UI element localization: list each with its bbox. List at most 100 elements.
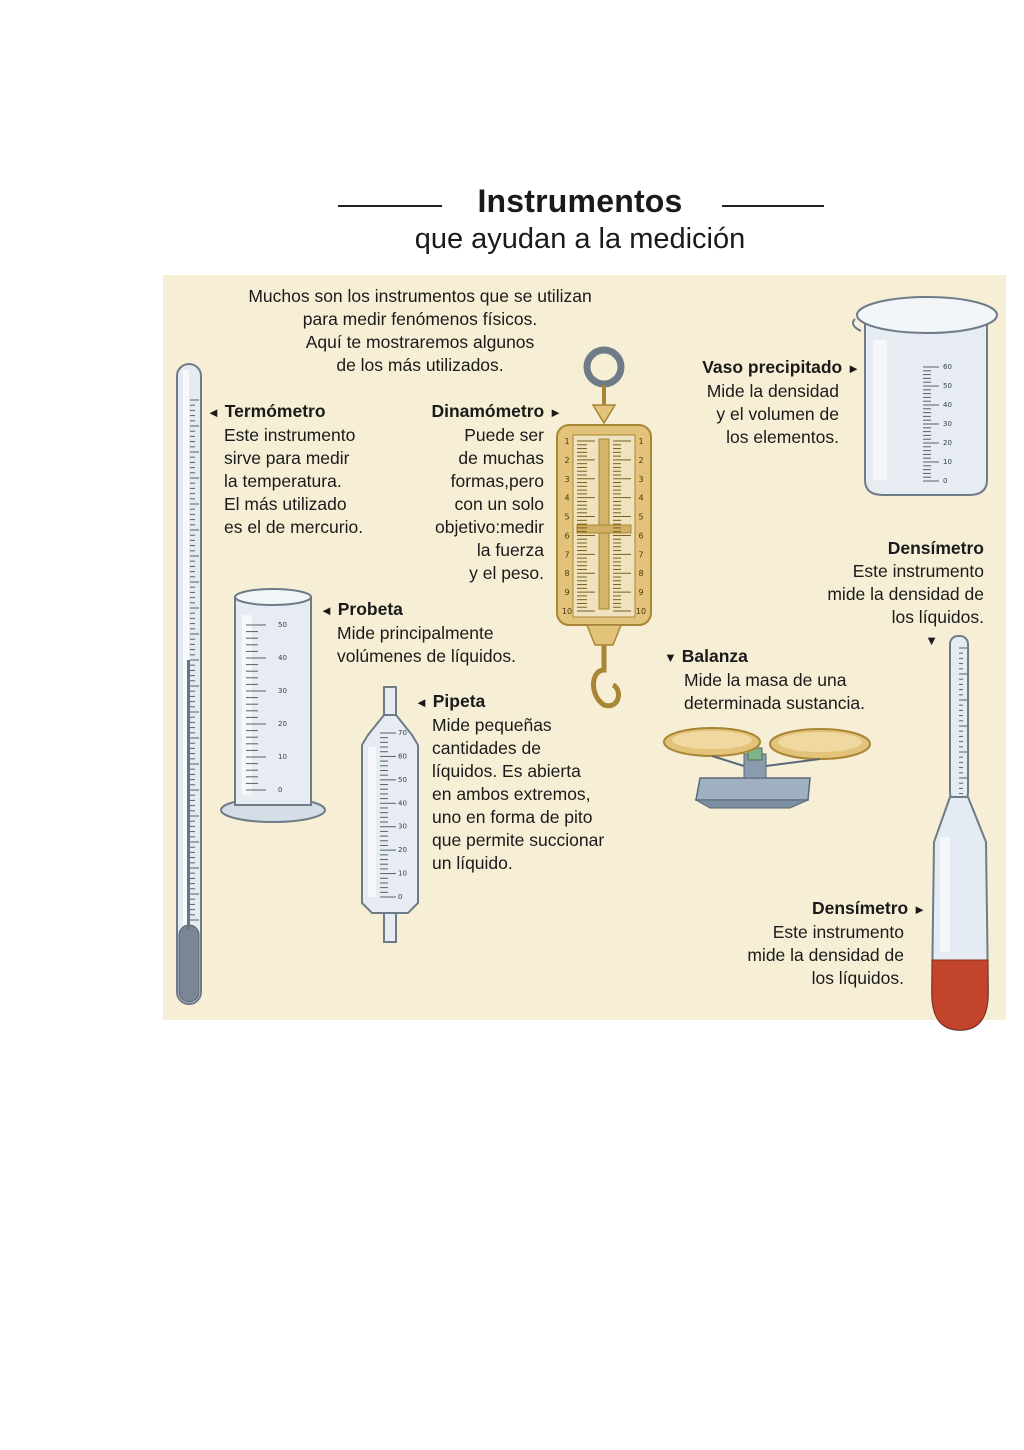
vaso-heading: Vaso precipitado ► xyxy=(640,356,860,380)
termometro-heading: ◄ Termómetro xyxy=(207,400,363,424)
scale-label: 10 xyxy=(562,607,572,616)
densimetro-lower-line: mide la densidad de xyxy=(747,945,904,965)
densimetro-upper-line: los líquidos. xyxy=(891,607,984,627)
dinamometro-line: la fuerza xyxy=(476,540,544,560)
intro-line: Aquí te mostraremos algunos xyxy=(305,332,535,352)
densimetro-lower-line: los líquidos. xyxy=(811,968,904,988)
scale-label: 50 xyxy=(943,382,952,390)
scale-label: 50 xyxy=(278,621,287,629)
dinamometro-line: formas,pero xyxy=(450,471,544,491)
dinamometro-block: Dinamómetro ► Puede ser de muchas formas… xyxy=(390,400,562,585)
scale-label: 4 xyxy=(638,494,643,503)
densimetro-lower-line: Este instrumento xyxy=(772,922,904,942)
scale-label: 20 xyxy=(278,720,287,728)
scale-label: 10 xyxy=(943,458,952,466)
termometro-line: Este instrumento xyxy=(224,425,356,445)
intro-line: Muchos son los instrumentos que se utili… xyxy=(248,286,592,306)
termometro-name: Termómetro xyxy=(224,401,326,421)
scale-label: 40 xyxy=(278,654,287,662)
densimetro-lower-heading: Densímetro ► xyxy=(690,897,926,921)
vaso-line: los elementos. xyxy=(726,427,839,447)
scale-label: 70 xyxy=(398,729,407,737)
dinamometro-heading: Dinamómetro ► xyxy=(390,400,562,424)
pipeta-block: ◄ Pipeta Mide pequeñas cantidades de líq… xyxy=(415,690,604,875)
scale-label: 1 xyxy=(638,437,643,446)
scale-label: 30 xyxy=(943,420,952,428)
scale-label: 6 xyxy=(564,531,569,540)
scale-label: 60 xyxy=(943,363,952,371)
scale-label: 8 xyxy=(564,569,569,578)
scale-label: 30 xyxy=(278,687,287,695)
balanza-block: ▼ Balanza Mide la masa de una determinad… xyxy=(664,645,865,715)
scale-label: 30 xyxy=(398,823,407,831)
vaso-name: Vaso precipitado xyxy=(702,357,843,377)
densimetro-upper-line: mide la densidad de xyxy=(827,584,984,604)
intro-line: de los más utilizados. xyxy=(336,355,504,375)
left-arrow-icon: ◄ xyxy=(415,695,428,710)
pipeta-line: que permite succionar xyxy=(432,830,605,850)
dinamometro-line: de muchas xyxy=(458,448,544,468)
scale-label: 20 xyxy=(398,846,407,854)
pipeta-line: en ambos extremos, xyxy=(432,784,591,804)
left-arrow-icon: ◄ xyxy=(320,603,333,618)
scale-label: 7 xyxy=(638,550,643,559)
vaso-line: Mide la densidad xyxy=(706,381,839,401)
scale-label: 7 xyxy=(564,550,569,559)
densimetro-upper-block: Densímetro Este instrumento mide la dens… xyxy=(760,537,984,652)
scale-label: 40 xyxy=(943,401,952,409)
probeta-heading: ◄ Probeta xyxy=(320,598,516,622)
scale-label: 9 xyxy=(564,588,569,597)
balanza-heading: ▼ Balanza xyxy=(664,645,865,669)
scale-label: 1 xyxy=(564,437,569,446)
scale-label: 6 xyxy=(638,531,643,540)
pipeta-line: un líquido. xyxy=(432,853,513,873)
dinamometro-line: con un solo xyxy=(454,494,544,514)
termometro-line: El más utilizado xyxy=(224,494,347,514)
pipeta-heading: ◄ Pipeta xyxy=(415,690,604,714)
scale-label: 2 xyxy=(564,456,569,465)
balanza-line: determinada sustancia. xyxy=(684,693,865,713)
dinamometro-name: Dinamómetro xyxy=(431,401,545,421)
title-rule-left xyxy=(338,205,442,207)
balanza-illustration xyxy=(663,727,871,809)
scale-label: 8 xyxy=(638,569,643,578)
dinamometro-line: y el peso. xyxy=(469,563,544,583)
densimetro-lower-name: Densímetro xyxy=(811,898,909,918)
densimetro-lower-block: Densímetro ► Este instrumento mide la de… xyxy=(690,897,926,990)
title-rule-right xyxy=(722,205,824,207)
scale-label: 10 xyxy=(278,753,287,761)
balanza-name: Balanza xyxy=(681,646,748,666)
scale-label: 50 xyxy=(398,776,407,784)
dinamometro-line: objetivo:medir xyxy=(435,517,544,537)
termometro-line: sirve para medir xyxy=(224,448,350,468)
thermometer-illustration xyxy=(176,363,202,1005)
intro-text: Muchos son los instrumentos que se utili… xyxy=(170,285,670,377)
scale-label: 40 xyxy=(398,799,407,807)
intro-line: para medir fenómenos físicos. xyxy=(302,309,538,329)
down-arrow-icon: ▼ xyxy=(925,633,938,648)
densimetro-upper-name: Densímetro xyxy=(887,538,984,558)
probeta-line: volúmenes de líquidos. xyxy=(337,646,516,666)
densimetro-illustration xyxy=(930,635,990,1032)
scale-label: 5 xyxy=(638,513,643,522)
probeta-name: Probeta xyxy=(337,599,403,619)
page-subtitle: que ayudan a la medición xyxy=(414,223,746,255)
probeta-line: Mide principalmente xyxy=(337,623,494,643)
pipeta-name: Pipeta xyxy=(432,691,486,711)
right-arrow-icon: ► xyxy=(847,361,860,376)
termometro-block: ◄ Termómetro Este instrumento sirve para… xyxy=(207,400,363,539)
right-arrow-icon: ► xyxy=(549,405,562,420)
vaso-block: Vaso precipitado ► Mide la densidad y el… xyxy=(640,356,860,449)
vaso-line: y el volumen de xyxy=(716,404,839,424)
scale-label: 4 xyxy=(564,494,569,503)
pipeta-line: Mide pequeñas xyxy=(432,715,552,735)
scale-label: 2 xyxy=(638,456,643,465)
pipeta-line: líquidos. Es abierta xyxy=(432,761,581,781)
scale-label: 3 xyxy=(638,475,643,484)
scale-label: 9 xyxy=(638,588,643,597)
down-arrow-icon: ▼ xyxy=(664,650,677,665)
